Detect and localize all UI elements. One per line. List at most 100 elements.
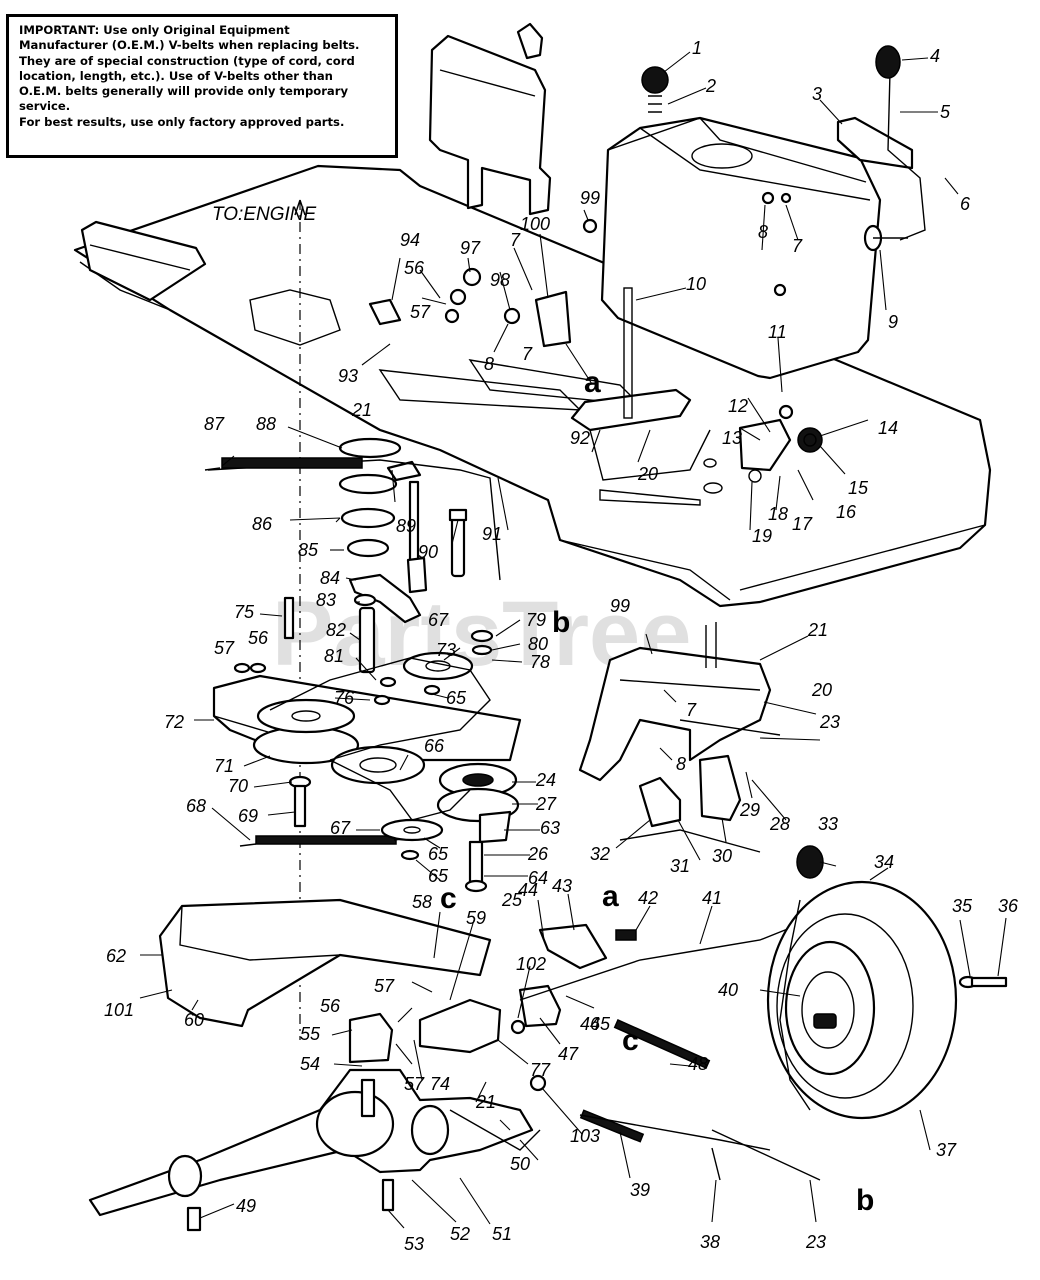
callout: 60 (184, 1010, 204, 1030)
callout: 64 (528, 868, 548, 888)
shift-lever-assembly (641, 45, 926, 252)
callout: 33 (818, 814, 838, 834)
ref-letter: b (856, 1184, 874, 1217)
pedal-assembly (570, 388, 823, 483)
callout: 84 (320, 568, 340, 588)
callout: 101 (104, 1000, 134, 1020)
callout: 27 (535, 794, 557, 814)
callout: 21 (807, 620, 828, 640)
callout: 100 (520, 214, 550, 234)
callout: 42 (638, 888, 658, 908)
callout: 52 (450, 1224, 470, 1244)
callout: 103 (570, 1126, 600, 1146)
dash-tower (600, 116, 882, 380)
brake-bracket (578, 622, 781, 853)
callout: 50 (510, 1154, 530, 1174)
ref-letter: b (552, 606, 570, 639)
callout: 21 (475, 1092, 496, 1112)
callout: 74 (430, 1074, 450, 1094)
callout: 7 (522, 344, 533, 364)
callout: 77 (530, 1060, 551, 1080)
callout: 7 (510, 230, 521, 250)
leader-lines (139, 51, 1007, 1229)
callout: 31 (670, 856, 690, 876)
callout: 83 (316, 590, 336, 610)
callout: 87 (204, 414, 225, 434)
callout: 72 (164, 712, 184, 732)
callout: 55 (300, 1024, 321, 1044)
callout: 65 (428, 844, 449, 864)
callout: 56 (404, 258, 425, 278)
callout: 28 (769, 814, 790, 834)
callout: 88 (256, 414, 276, 434)
callout: 90 (418, 542, 438, 562)
important-notice-box: IMPORTANT: Use only Original Equipment M… (6, 14, 398, 158)
callout: 30 (712, 846, 732, 866)
ref-letter: c (622, 1024, 639, 1057)
callout: 13 (722, 428, 742, 448)
frame-deck (73, 164, 992, 1040)
callout: 51 (492, 1224, 512, 1244)
notice-line: Manufacturer (O.E.M.) V-belts when repla… (19, 38, 360, 53)
callout: 71 (214, 756, 234, 776)
callout: 93 (338, 366, 358, 386)
callout: 15 (848, 478, 869, 498)
callout: 66 (424, 736, 445, 756)
rear-wheel (766, 880, 1008, 1120)
callout: 35 (952, 896, 973, 916)
callout: 36 (998, 896, 1019, 916)
callout: 11 (768, 322, 787, 342)
ref-letter: c (440, 882, 457, 915)
callout: 39 (630, 1180, 650, 1200)
control-rods (519, 845, 824, 1181)
callout: 70 (228, 776, 248, 796)
callout: 7 (792, 236, 803, 256)
callout: 76 (334, 688, 355, 708)
callout: 34 (874, 852, 894, 872)
callout-labels: TO:ENGINE 1 2 3 4 5 6 7 8 9 10 11 12 13 … (104, 38, 1019, 1254)
callout: 54 (300, 1054, 320, 1074)
callout: 67 (428, 610, 449, 630)
callout: 46 (580, 1014, 601, 1034)
engine-label: TO:ENGINE (212, 204, 316, 225)
callout: 9 (888, 312, 898, 332)
callout: 85 (298, 540, 319, 560)
callout: 89 (396, 516, 416, 536)
callout: 14 (878, 418, 898, 438)
callout: 91 (482, 524, 502, 544)
callout: 59 (466, 908, 486, 928)
callout: 20 (637, 464, 658, 484)
callout: 57 (374, 976, 395, 996)
callout: 23 (819, 712, 840, 732)
notice-line: They are of special construction (type o… (19, 53, 355, 68)
callout: 18 (768, 504, 788, 524)
callout: 8 (484, 354, 494, 374)
callout: 65 (446, 688, 467, 708)
callout: 78 (530, 652, 550, 672)
callout: 8 (676, 754, 686, 774)
callout: 21 (351, 400, 372, 420)
callout: 2 (705, 76, 716, 96)
seat-bracket (428, 22, 552, 216)
callout: 56 (320, 996, 341, 1016)
callout: 69 (238, 806, 258, 826)
callout: 44 (518, 880, 538, 900)
callout: 6 (960, 194, 971, 214)
callout: 48 (688, 1054, 708, 1074)
callout: 19 (752, 526, 772, 546)
notice-line: O.E.M. belts generally will provide only… (19, 84, 349, 99)
callout: 63 (540, 818, 560, 838)
callout: 56 (248, 628, 269, 648)
callout: 38 (700, 1232, 720, 1252)
callout: 86 (252, 514, 273, 534)
notice-line: Use only Original Equipment (99, 23, 290, 37)
callout: 16 (836, 502, 857, 522)
mount-brackets (158, 898, 608, 1064)
callout: 43 (552, 876, 572, 896)
notice-lead: IMPORTANT: (19, 23, 100, 37)
callout: 47 (558, 1044, 579, 1064)
notice-line: location, length, etc.). Use of V-belts … (19, 68, 333, 83)
callout: 12 (728, 396, 748, 416)
callout: 26 (527, 844, 549, 864)
